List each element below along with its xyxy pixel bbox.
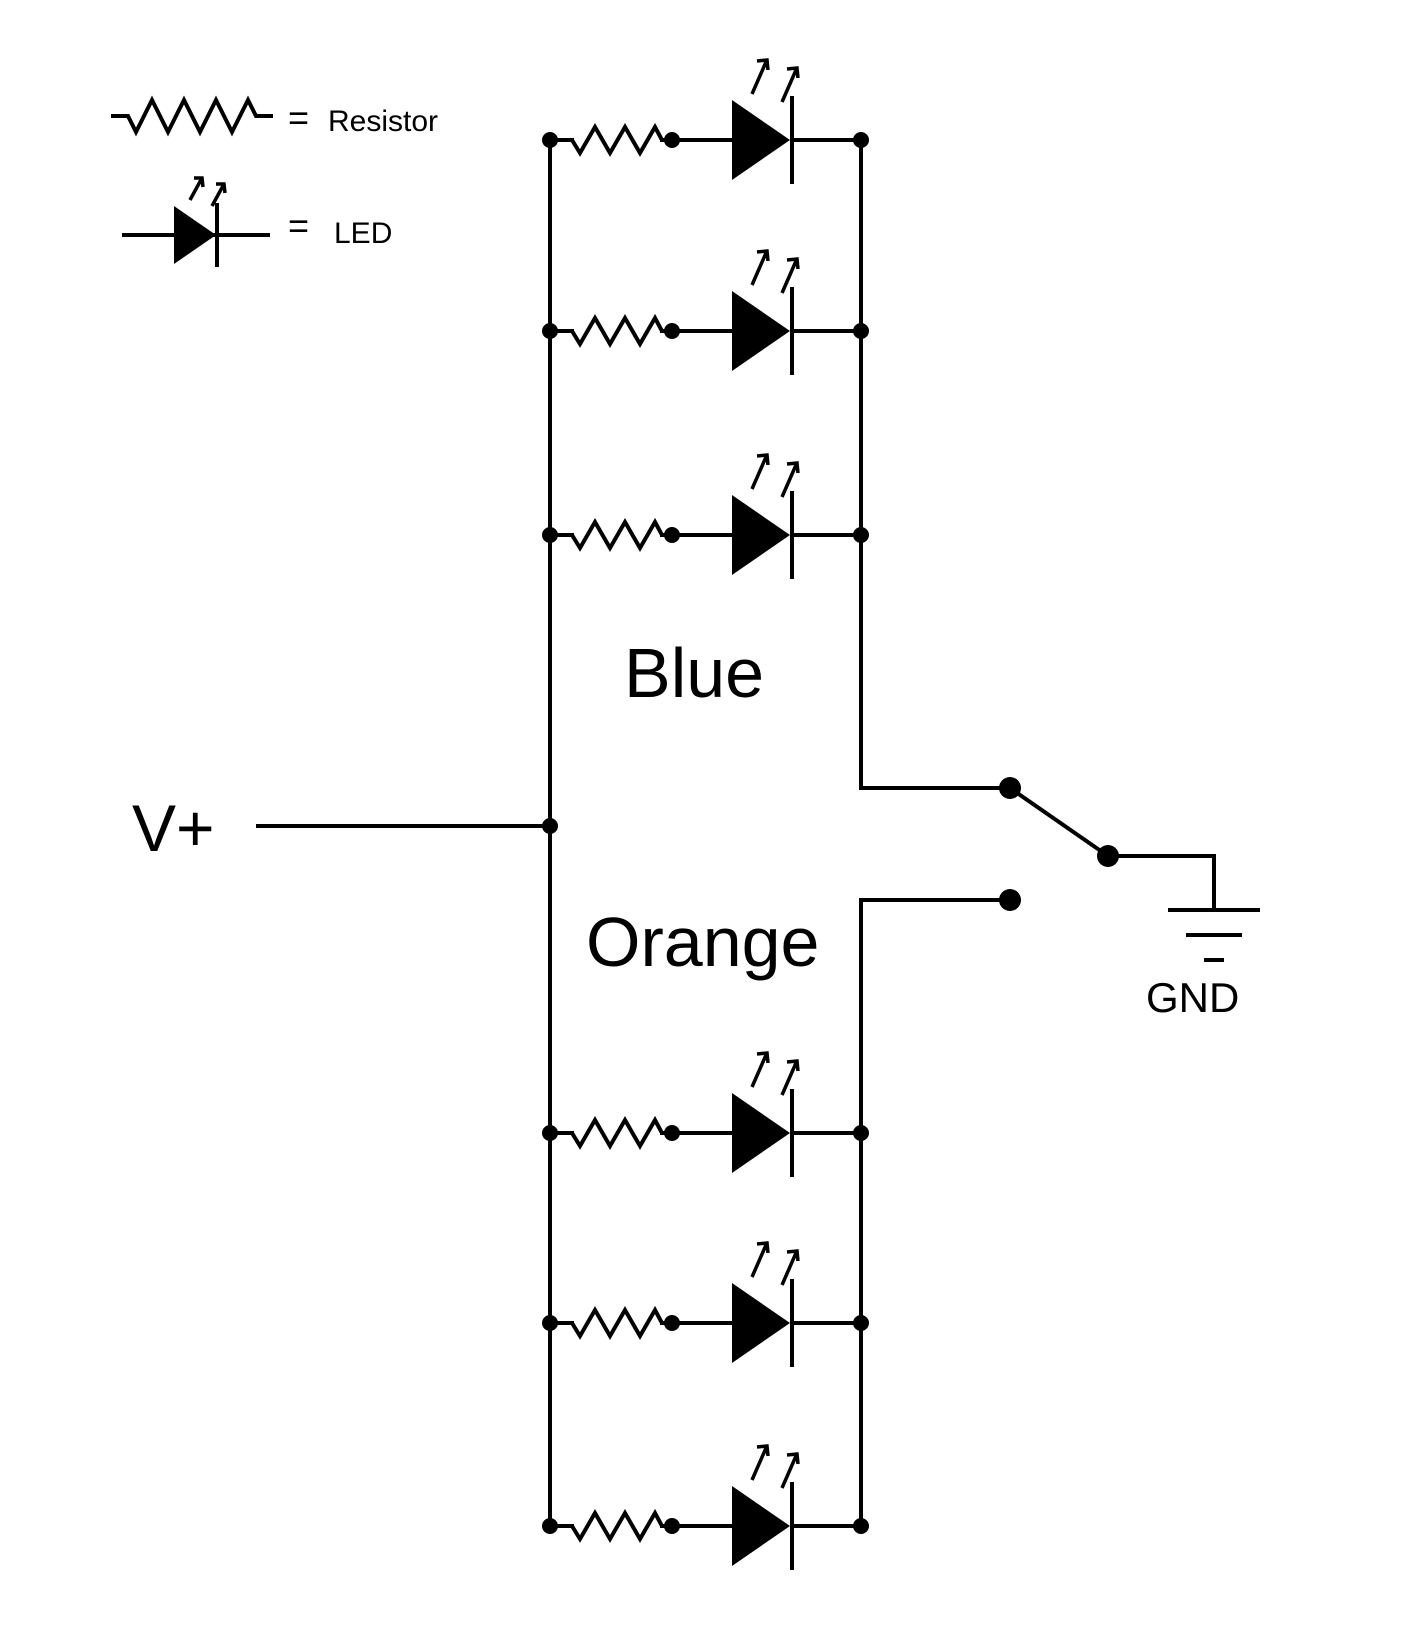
light-arrow	[750, 453, 770, 490]
right-junction	[853, 1315, 869, 1331]
led-branch	[542, 1444, 869, 1570]
right-junction	[853, 132, 869, 148]
light-arrow	[750, 1051, 770, 1088]
resistor	[570, 313, 664, 349]
resistor	[570, 1508, 664, 1544]
light-arrow	[780, 461, 800, 498]
light-arrow	[780, 1059, 800, 1096]
legend-led-label: LED	[334, 217, 392, 250]
supply-label: V+	[132, 791, 215, 865]
legend-resistor-label: Resistor	[328, 105, 438, 138]
light-arrow	[750, 249, 770, 286]
switch-blade	[1007, 785, 1111, 859]
light-arrow	[780, 257, 800, 294]
led-branches	[542, 58, 869, 1570]
led	[732, 100, 790, 180]
led-branch	[542, 1241, 869, 1367]
legend-equals-led: =	[288, 205, 309, 246]
ground-label: GND	[1146, 974, 1239, 1021]
resistor	[570, 1305, 664, 1341]
legend-led-symbol	[122, 176, 270, 267]
light-arrow	[750, 1241, 770, 1278]
legend-equals-resistor: =	[288, 97, 309, 138]
light-arrow	[780, 1452, 800, 1489]
light-arrow	[780, 1249, 800, 1286]
resistor	[570, 1115, 664, 1151]
light-arrow	[750, 58, 770, 95]
led	[732, 1486, 790, 1566]
resistor	[570, 517, 664, 553]
right-junction	[853, 1518, 869, 1534]
light-arrow	[780, 66, 800, 103]
switch	[999, 777, 1216, 911]
led-branch	[542, 453, 869, 579]
led	[732, 495, 790, 575]
led-branch	[542, 1051, 869, 1177]
legend-resistor-symbol	[111, 95, 273, 137]
led-branch	[542, 58, 869, 184]
right-junction	[853, 527, 869, 543]
led	[732, 291, 790, 371]
led	[732, 1093, 790, 1173]
ground-symbol	[1168, 854, 1260, 962]
legend: = Resistor = LED	[111, 95, 438, 267]
light-arrow	[750, 1444, 770, 1481]
blue-group-label: Blue	[624, 634, 764, 712]
switch-contact-orange	[999, 889, 1021, 911]
led-branch	[542, 249, 869, 375]
right-junction	[853, 1125, 869, 1141]
orange-group-label: Orange	[586, 903, 819, 981]
right-junction	[853, 323, 869, 339]
led	[732, 1283, 790, 1363]
resistor	[570, 122, 664, 158]
